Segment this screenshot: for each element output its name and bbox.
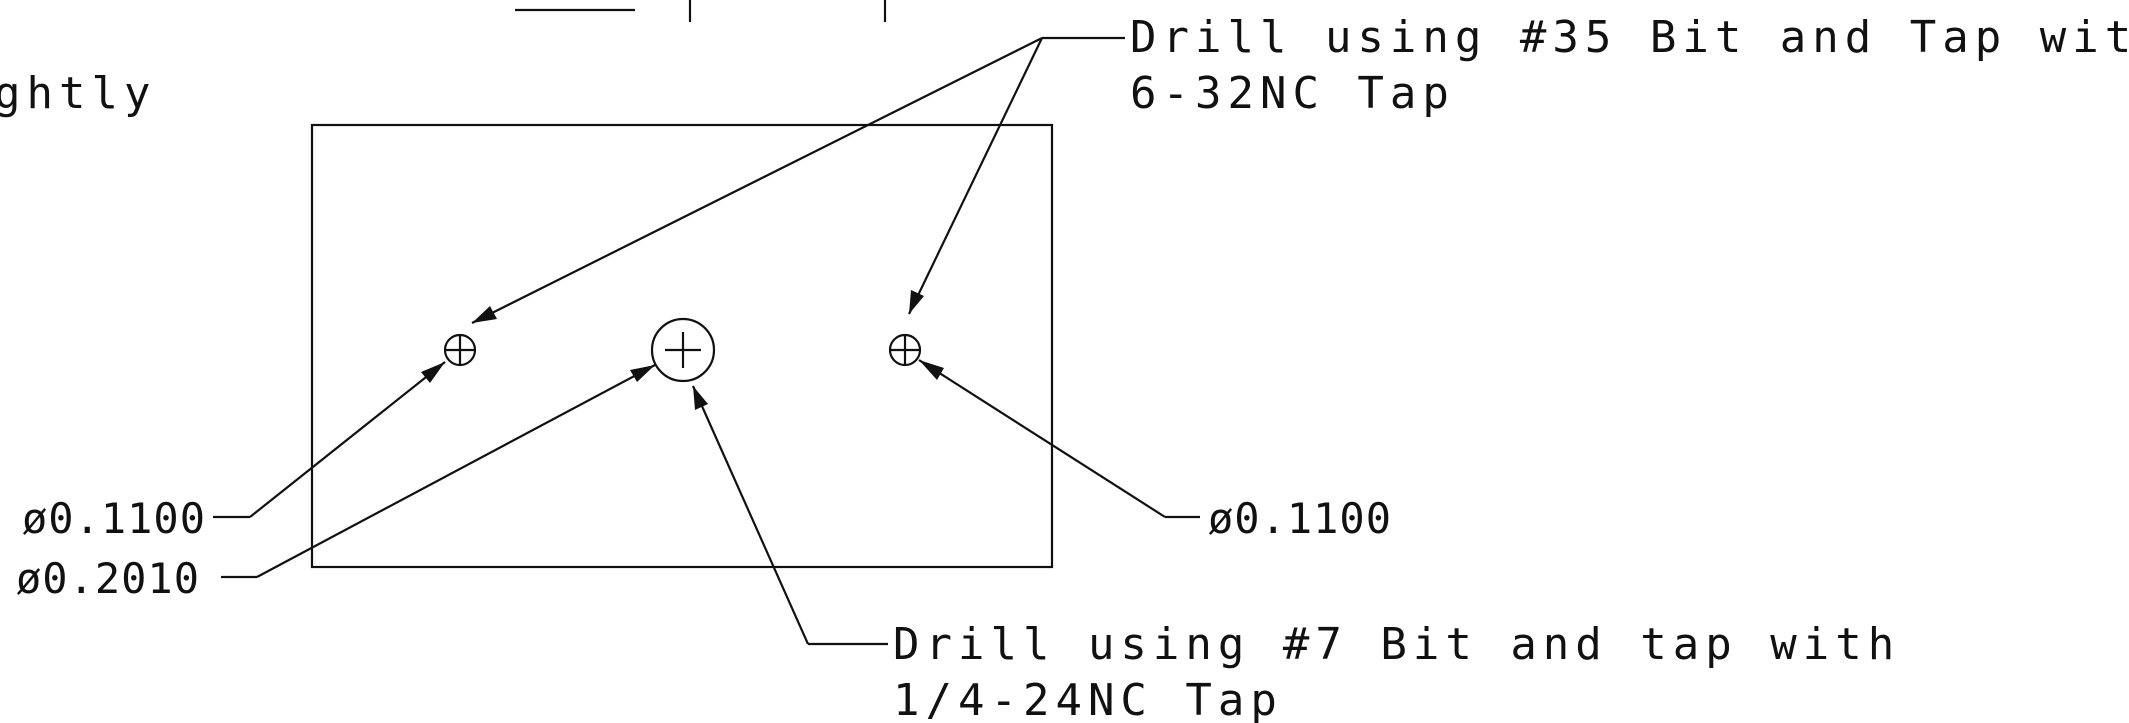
leader-center-hole-dim [221,364,656,579]
top-cutoff-lines [515,0,887,22]
note-1-4-tap-line2: 1/4-24NC Tap [893,675,1283,723]
note-6-32-tap-line2: 6-32NC Tap [1130,68,1455,119]
note-6-32-tap-line1: Drill using #35 Bit and Tap with [1130,12,2129,63]
leader-left-small-hole-dim [213,361,446,519]
dim-center-large-hole: ø0.2010 [16,554,200,603]
leader-6-32-tap [471,36,1125,324]
plate-outline [310,123,1054,569]
leader-right-small-hole-dim [918,359,1200,519]
note-1-4-tap-line1: Drill using #7 Bit and tap with [893,619,1900,670]
center-large-hole [650,317,716,383]
partial-note-text: ghtly [0,68,156,119]
dim-left-small-hole: ø0.1100 [22,494,206,543]
right-small-hole [888,333,922,367]
dim-right-small-hole: ø0.1100 [1208,494,1392,543]
leader-1-4-tap [691,385,888,646]
left-small-hole [443,333,477,367]
